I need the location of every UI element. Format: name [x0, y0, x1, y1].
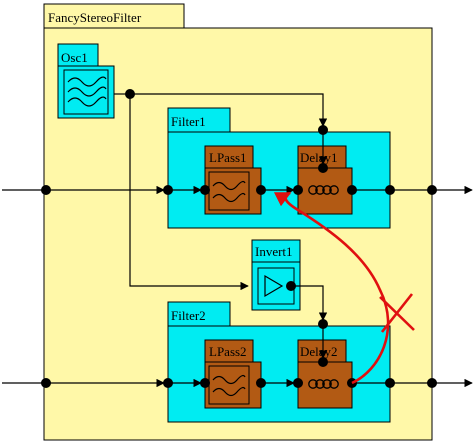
sine-wave-icon: [63, 69, 109, 115]
osc1-label: Osc1: [61, 50, 88, 65]
invert1-label: Invert1: [255, 244, 293, 259]
lpass1-block: LPass1: [204, 145, 262, 215]
osc1-block: Osc1: [57, 43, 115, 119]
port-dots: [41, 89, 437, 388]
feedback-connection: [273, 191, 415, 385]
delay2-block: Delay2: [297, 339, 353, 409]
lpass2-block: LPass2: [204, 339, 262, 409]
lpass1-label: LPass1: [209, 150, 247, 165]
container-title: FancyStereoFilter: [48, 10, 142, 25]
filter2-label: Filter2: [171, 308, 206, 323]
signal-wires: [2, 93, 473, 388]
delay2-label: Delay2: [300, 344, 338, 359]
filter1-block: Filter1 LPass1 Delay1: [167, 107, 391, 229]
invert1-block: Invert1: [251, 239, 301, 311]
delay1-label: Delay1: [300, 150, 338, 165]
filter1-label: Filter1: [171, 114, 206, 129]
coil-delay-icon: [308, 379, 339, 389]
filter2-block: Filter2 LPass2 Delay2: [167, 301, 391, 423]
cross-mark-icon: [379, 293, 415, 333]
delay1-block: Delay1: [297, 145, 353, 215]
coil-delay-icon: [308, 185, 339, 195]
lpass2-label: LPass2: [209, 344, 247, 359]
